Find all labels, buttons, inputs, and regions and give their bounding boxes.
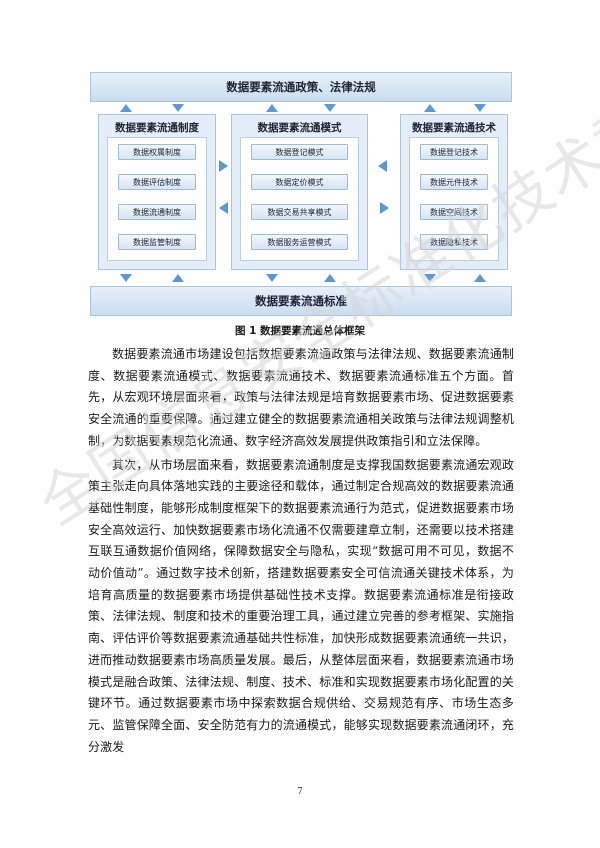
arrow-up-icon (474, 274, 486, 282)
paragraph: 数据要素流通市场建设包括数据要素流通政策与法律法规、数据要素流通制度、数据要素流… (88, 347, 514, 448)
column-inner: 数据登记技术 数据元件技术 数据空间技术 数据隐私技术 (409, 137, 499, 261)
arrow-up-icon (120, 104, 132, 112)
policy-law-banner: 数据要素流通政策、法律法规 (90, 72, 512, 102)
column-inner: 数据登记模式 数据定价模式 数据交易共享模式 数据服务运营模式 (240, 137, 359, 261)
body-text: 数据要素流通市场建设包括数据要素流通政策与法律法规、数据要素流通制度、数据要素流… (88, 344, 514, 760)
column-inner: 数据权属制度 数据评估制度 数据流通制度 数据监管制度 (107, 137, 207, 261)
arrow-left-icon (219, 202, 228, 214)
diagram-item: 数据定价模式 (251, 174, 348, 190)
technology-column: 数据要素流通技术 数据登记技术 数据元件技术 数据空间技术 数据隐私技术 (400, 114, 508, 270)
diagram-item: 数据登记模式 (251, 144, 348, 160)
arrow-right-icon (380, 202, 389, 214)
standard-banner: 数据要素流通标准 (90, 286, 512, 316)
column-title: 数据要素流通模式 (257, 122, 342, 134)
diagram-item: 数据监管制度 (118, 234, 196, 250)
arrow-up-icon (172, 274, 184, 282)
arrow-up-icon (424, 104, 436, 112)
figure-caption: 图 1 数据要素流通总体框架 (234, 325, 366, 337)
arrow-down-icon (474, 104, 486, 112)
mode-column: 数据要素流通模式 数据登记模式 数据定价模式 数据交易共享模式 数据服务运营模式 (231, 114, 368, 270)
diagram-item: 数据元件技术 (420, 174, 488, 190)
arrow-left-icon (378, 160, 387, 172)
diagram-item: 数据隐私技术 (420, 234, 488, 250)
arrow-down-icon (266, 274, 278, 282)
framework-diagram: 数据要素流通政策、法律法规 数据要素流通制度 数据权属制度 数据评估制度 数据流… (90, 70, 512, 318)
column-title: 数据要素流通制度 (115, 122, 199, 134)
diagram-item: 数据权属制度 (118, 144, 196, 160)
diagram-item: 数据评估制度 (118, 174, 196, 190)
column-title: 数据要素流通技术 (412, 122, 496, 134)
page-number: 7 (297, 787, 303, 797)
arrow-down-icon (120, 274, 132, 282)
arrow-right-icon (219, 160, 228, 172)
arrow-up-icon (324, 274, 336, 282)
arrow-down-icon (424, 274, 436, 282)
diagram-item: 数据服务运营模式 (251, 234, 348, 250)
diagram-item: 数据空间技术 (420, 204, 488, 220)
diagram-item: 数据交易共享模式 (251, 204, 348, 220)
paragraph: 其次，从市场层面来看，数据要素流通制度是支撑我国数据要素流通宏观政策主张走向具体… (88, 457, 514, 754)
diagram-item: 数据流通制度 (118, 204, 196, 220)
arrow-up-icon (266, 104, 278, 112)
system-column: 数据要素流通制度 数据权属制度 数据评估制度 数据流通制度 数据监管制度 (98, 114, 216, 270)
arrow-down-icon (172, 104, 184, 112)
diagram-item: 数据登记技术 (420, 144, 488, 160)
arrow-down-icon (324, 104, 336, 112)
